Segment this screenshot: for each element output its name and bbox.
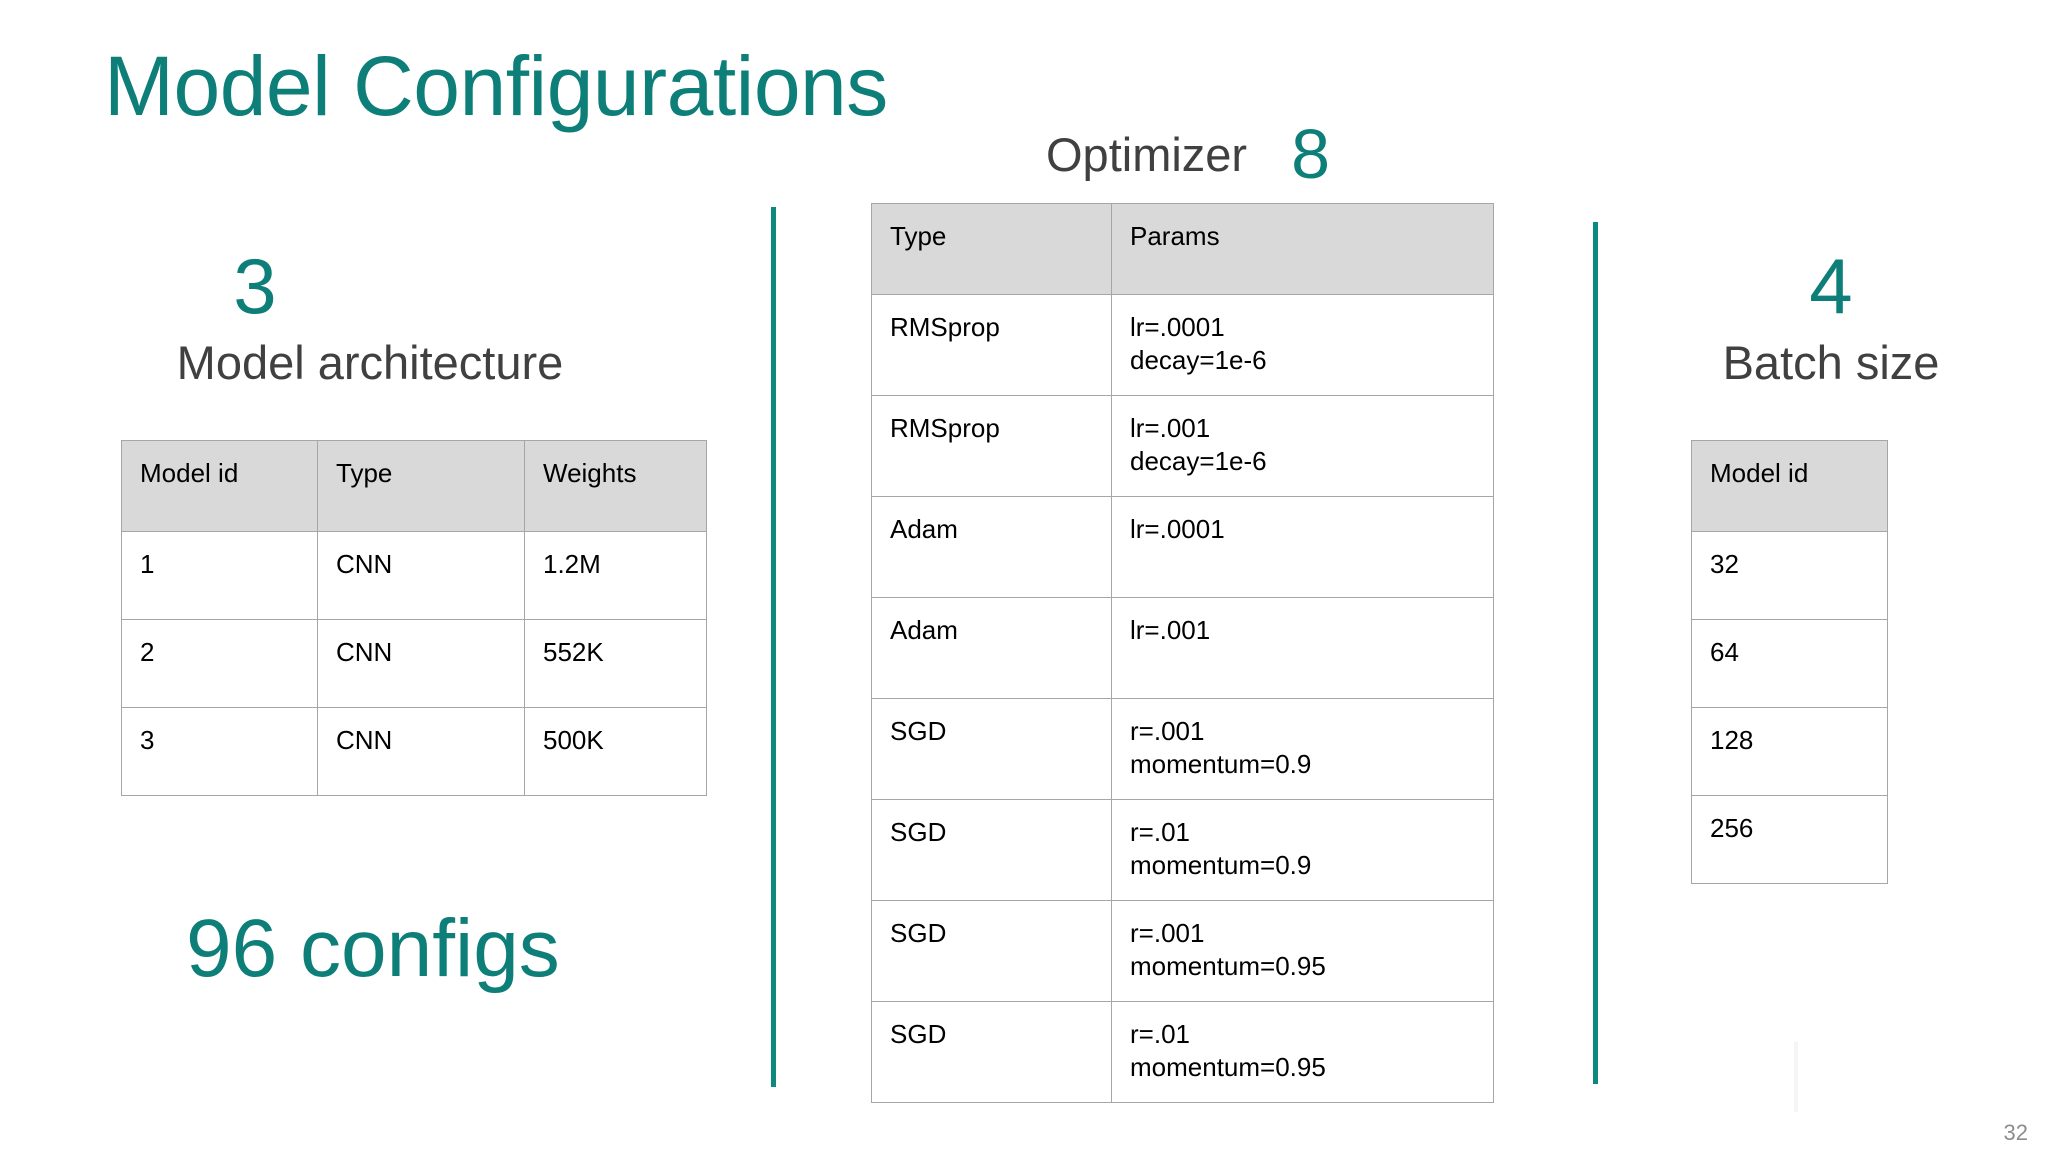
column-header-model-id: Model id	[121, 440, 318, 532]
model-architecture-table: Model id Type Weights 1 CNN 1.2M 2 CNN 5…	[121, 440, 707, 796]
table-row: 2 CNN 552K	[121, 619, 707, 708]
column-header-weights: Weights	[524, 440, 707, 532]
cell-type: SGD	[871, 799, 1112, 901]
table-row: RMSprop lr=.0001 decay=1e-6	[871, 294, 1494, 396]
cell-params: r=.01 momentum=0.9	[1111, 799, 1494, 901]
cell-params-text: r=.01 momentum=0.95	[1130, 1019, 1326, 1082]
column-header-params: Params	[1111, 203, 1494, 295]
batch-size-caption: Batch size	[1722, 336, 1940, 389]
cell-params: r=.001 momentum=0.9	[1111, 698, 1494, 800]
cell-type: RMSprop	[871, 294, 1112, 396]
cell-batch-size: 32	[1691, 531, 1888, 620]
table-header-row: Type Params	[871, 203, 1494, 295]
cell-type: CNN	[317, 619, 525, 708]
section-optimizer-header: Optimizer 8	[1046, 115, 1331, 193]
cell-params-text: lr=.0001	[1130, 514, 1225, 544]
column-header-model-id: Model id	[1691, 440, 1888, 532]
table-row: RMSprop lr=.001 decay=1e-6	[871, 395, 1494, 497]
table-row: 32	[1691, 531, 1888, 620]
column-header-type: Type	[871, 203, 1112, 295]
cell-model-id: 1	[121, 531, 318, 620]
table-row: Adam lr=.001	[871, 597, 1494, 699]
table-header-row: Model id Type Weights	[121, 440, 707, 532]
cell-batch-size: 256	[1691, 795, 1888, 884]
cell-model-id: 3	[121, 707, 318, 796]
table-header-row: Model id	[1691, 440, 1888, 532]
architecture-count: 3	[233, 242, 277, 330]
cell-type: Adam	[871, 496, 1112, 598]
section-model-architecture: 3 Model architecture	[110, 244, 710, 392]
table-row: SGD r=.001 momentum=0.9	[871, 698, 1494, 800]
optimizer-count: 8	[1291, 115, 1331, 193]
table-row: SGD r=.001 momentum=0.95	[871, 900, 1494, 1002]
cell-type: SGD	[871, 900, 1112, 1002]
cell-type: SGD	[871, 698, 1112, 800]
cell-model-id: 2	[121, 619, 318, 708]
cell-params: r=.01 momentum=0.95	[1111, 1001, 1494, 1103]
cell-batch-size: 64	[1691, 619, 1888, 708]
cell-type: Adam	[871, 597, 1112, 699]
cell-params: lr=.0001	[1111, 496, 1494, 598]
cell-type: CNN	[317, 531, 525, 620]
cell-type: CNN	[317, 707, 525, 796]
page-number: 32	[2003, 1120, 2028, 1145]
cell-weights: 500K	[524, 707, 707, 796]
cell-params-text: r=.001 momentum=0.95	[1130, 918, 1326, 981]
column-header-type: Type	[317, 440, 525, 532]
cell-type: SGD	[871, 1001, 1112, 1103]
table-row: SGD r=.01 momentum=0.95	[871, 1001, 1494, 1103]
cell-params: lr=.001	[1111, 597, 1494, 699]
optimizer-table: Type Params RMSprop lr=.0001 decay=1e-6 …	[871, 203, 1494, 1103]
section-batch-size: 4 Batch size	[1636, 244, 2026, 392]
cell-params-text: lr=.0001 decay=1e-6	[1130, 312, 1267, 375]
column-divider-left	[771, 207, 776, 1087]
cell-params-text: r=.01 momentum=0.9	[1130, 817, 1312, 880]
table-row: 3 CNN 500K	[121, 707, 707, 796]
table-row: Adam lr=.0001	[871, 496, 1494, 598]
optimizer-caption: Optimizer	[1046, 128, 1248, 181]
architecture-caption: Model architecture	[176, 336, 564, 389]
faint-watermark	[1794, 1042, 1978, 1112]
batch-size-table: Model id 32 64 128 256	[1691, 440, 1888, 884]
table-row: 128	[1691, 707, 1888, 796]
total-configs-label: 96 configs	[186, 903, 560, 994]
batch-size-count: 4	[1809, 242, 1853, 330]
cell-params-text: r=.001 momentum=0.9	[1130, 716, 1312, 779]
cell-params-text: lr=.001	[1130, 615, 1211, 645]
cell-params: r=.001 momentum=0.95	[1111, 900, 1494, 1002]
table-row: SGD r=.01 momentum=0.9	[871, 799, 1494, 901]
cell-params-text: lr=.001 decay=1e-6	[1130, 413, 1267, 476]
cell-batch-size: 128	[1691, 707, 1888, 796]
table-row: 1 CNN 1.2M	[121, 531, 707, 620]
cell-weights: 1.2M	[524, 531, 707, 620]
page-title: Model Configurations	[104, 39, 888, 133]
cell-type: RMSprop	[871, 395, 1112, 497]
table-row: 256	[1691, 795, 1888, 884]
table-row: 64	[1691, 619, 1888, 708]
cell-params: lr=.001 decay=1e-6	[1111, 395, 1494, 497]
cell-weights: 552K	[524, 619, 707, 708]
column-divider-right	[1593, 222, 1598, 1084]
cell-params: lr=.0001 decay=1e-6	[1111, 294, 1494, 396]
